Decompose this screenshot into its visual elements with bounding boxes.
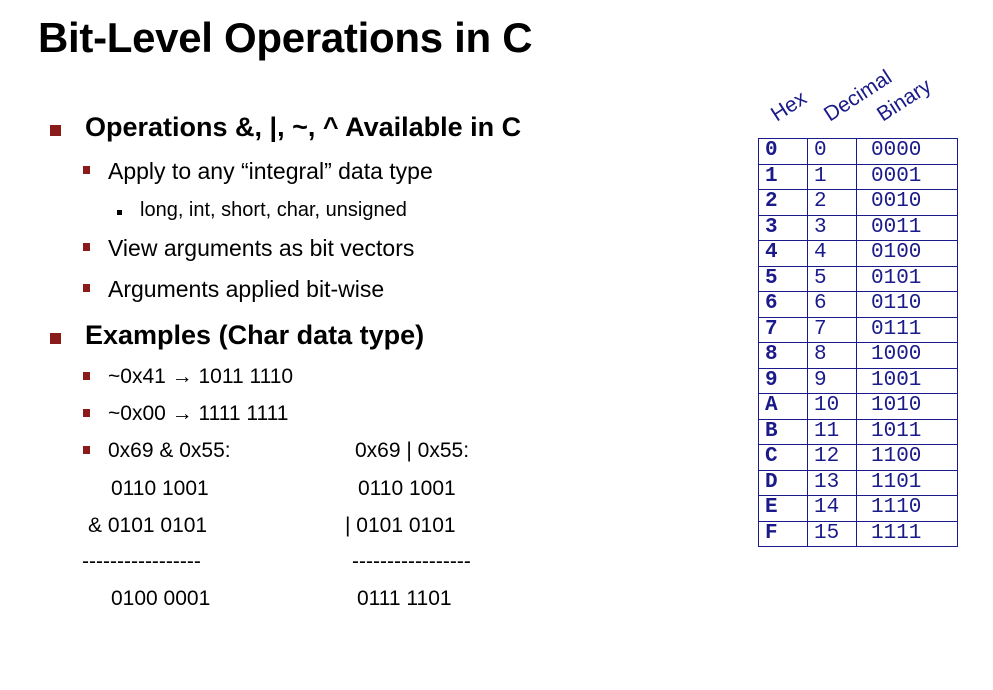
binary-cell: 1000: [856, 342, 958, 369]
list-item: Apply to any “integral” data type: [108, 158, 433, 184]
slide-title: Bit-Level Operations in C: [38, 14, 533, 61]
hex-cell: 1: [758, 163, 808, 190]
or-result: 0111 1101: [357, 587, 452, 610]
bullet-square: [83, 446, 90, 454]
hex-cell: 3: [758, 214, 808, 241]
binary-cell: 0000: [856, 138, 958, 165]
hex-cell: 5: [758, 265, 808, 292]
binary-cell: 1001: [856, 367, 958, 394]
decimal-cell: 0: [807, 138, 857, 165]
list-subitem: long, int, short, char, unsigned: [140, 199, 407, 221]
and-operand-1: 0110 1001: [111, 477, 209, 500]
bullet-square: [50, 125, 61, 136]
hex-cell: A: [758, 393, 808, 420]
decimal-cell: 1: [807, 163, 857, 190]
decimal-cell: 15: [807, 520, 857, 547]
bullet-square: [83, 409, 90, 417]
hex-cell: F: [758, 520, 808, 547]
decimal-cell: 3: [807, 214, 857, 241]
binary-cell: 1010: [856, 393, 958, 420]
list-item: View arguments as bit vectors: [108, 235, 415, 261]
and-example-header: 0x69 & 0x55:: [108, 439, 231, 462]
or-operand-2: | 0101 0101: [345, 514, 456, 537]
decimal-cell: 14: [807, 495, 857, 522]
bullet-square: [117, 210, 122, 215]
decimal-cell: 7: [807, 316, 857, 343]
list-item: Arguments applied bit-wise: [108, 276, 385, 302]
hex-cell: 4: [758, 240, 808, 267]
decimal-cell: 9: [807, 367, 857, 394]
decimal-cell: 10: [807, 393, 857, 420]
section-heading-examples: Examples (Char data type): [85, 320, 425, 350]
hex-cell: 9: [758, 367, 808, 394]
and-result: 0100 0001: [111, 587, 211, 610]
binary-cell: 1111: [856, 520, 958, 547]
or-divider: -----------------: [352, 550, 471, 573]
binary-cell: 1101: [856, 469, 958, 496]
example-not-0x00: ~0x00 → 1111 1111: [108, 402, 289, 425]
and-operand-2: & 0101 0101: [88, 514, 208, 537]
binary-cell: 0101: [856, 265, 958, 292]
binary-cell: 0111: [856, 316, 958, 343]
decimal-cell: 5: [807, 265, 857, 292]
hex-cell: 0: [758, 138, 808, 165]
decimal-cell: 2: [807, 189, 857, 216]
and-divider: -----------------: [82, 550, 201, 573]
hex-cell: D: [758, 469, 808, 496]
decimal-cell: 6: [807, 291, 857, 318]
decimal-cell: 4: [807, 240, 857, 267]
binary-cell: 0011: [856, 214, 958, 241]
hex-cell: C: [758, 444, 808, 471]
hex-cell: 6: [758, 291, 808, 318]
hex-cell: 7: [758, 316, 808, 343]
or-example-header: 0x69 | 0x55:: [355, 439, 470, 462]
decimal-cell: 8: [807, 342, 857, 369]
bullet-square: [83, 372, 90, 380]
section-heading-operations: Operations &, |, ~, ^ Available in C: [85, 112, 522, 142]
hex-cell: 2: [758, 189, 808, 216]
binary-cell: 0010: [856, 189, 958, 216]
hex-cell: B: [758, 418, 808, 445]
hex-cell: E: [758, 495, 808, 522]
bullet-square: [83, 243, 90, 251]
binary-cell: 0001: [856, 163, 958, 190]
binary-cell: 0100: [856, 240, 958, 267]
bullet-square: [83, 284, 90, 292]
binary-cell: 1011: [856, 418, 958, 445]
decimal-cell: 12: [807, 444, 857, 471]
decimal-cell: 13: [807, 469, 857, 496]
bullet-square: [50, 333, 61, 344]
bullet-square: [83, 166, 90, 174]
table-header-hex: Hex: [766, 86, 811, 127]
example-not-0x41: ~0x41 → 1011 1110: [108, 365, 294, 388]
or-operand-1: 0110 1001: [358, 477, 456, 500]
hex-cell: 8: [758, 342, 808, 369]
binary-cell: 0110: [856, 291, 958, 318]
binary-cell: 1110: [856, 495, 958, 522]
decimal-cell: 11: [807, 418, 857, 445]
binary-cell: 1100: [856, 444, 958, 471]
